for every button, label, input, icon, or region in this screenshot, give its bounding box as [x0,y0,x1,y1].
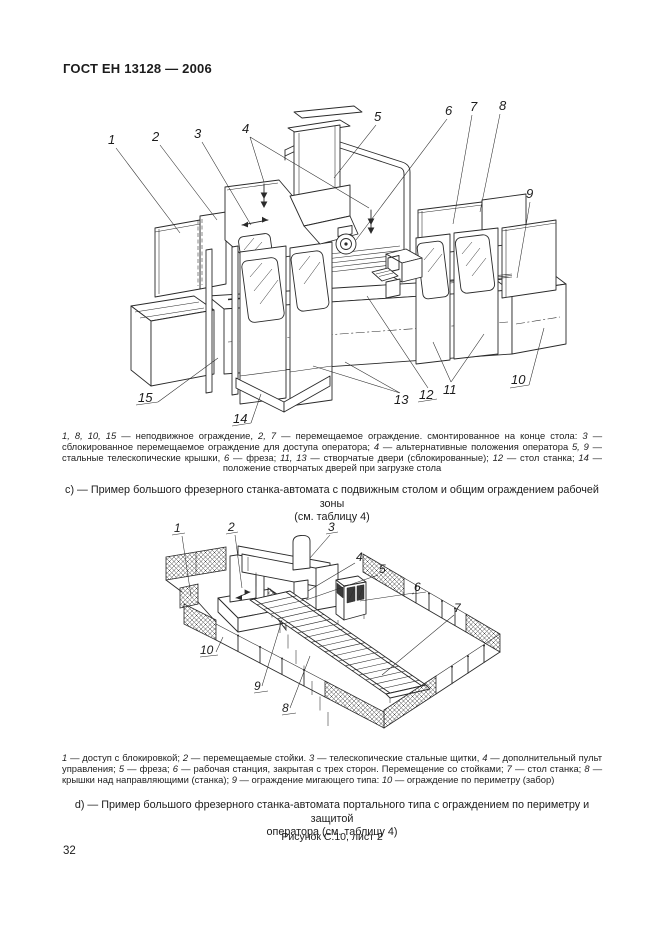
callout-d-6: 6 [414,580,421,594]
callout-labels: 1 2 3 4 5 6 7 8 9 10 [174,520,462,715]
figure-c-legend: 1, 8, 10, 15 — неподвижное ограждение, 2… [62,430,603,474]
page-number: 32 [63,845,76,857]
callout-d-7: 7 [454,601,462,615]
callout-c-15: 15 [138,390,153,405]
figure-d-caption-line2: оператора (см. таблицу 4) [266,826,398,838]
operator-console [371,248,423,299]
callout-d-1: 1 [174,521,181,535]
callout-c-7: 7 [470,99,478,114]
callout-c-5: 5 [374,109,382,124]
callout-c-14: 14 [233,411,247,426]
callout-c-9: 9 [526,186,533,201]
movable-column-right [315,563,339,611]
guard-sheets [205,245,239,396]
callout-d-2: 2 [227,520,235,534]
document-title: ГОСТ ЕН 13128 — 2006 [63,61,212,76]
callout-leaders [115,113,545,427]
figure-c-caption: c) — Пример большого фрезерного станка-а… [62,484,602,525]
callout-d-8: 8 [282,701,289,715]
callout-c-11: 11 [443,382,457,397]
figure-d-diagram: 1 2 3 4 5 6 7 8 9 10 [165,520,501,729]
callout-c-10: 10 [511,372,526,387]
callout-labels: 1 2 3 4 5 6 7 8 9 10 11 12 13 14 15 [108,98,533,426]
callout-c-13: 13 [394,392,409,407]
figure-c-caption-line1: c) — Пример большого фрезерного станка-а… [65,484,599,510]
figure-d-legend: 1 — доступ с блокировкой; 2 — перемещаем… [62,752,603,785]
left-end-enclosure [130,295,215,387]
monitor-screen-icon [387,255,400,273]
callout-c-8: 8 [499,98,507,113]
fixed-guard-left [154,211,227,298]
hinged-doors-centre [239,241,333,407]
open-doors-loading [235,375,331,413]
perimeter-fence-back [165,546,501,653]
movement-arrows [241,183,375,234]
hinged-doors-right [415,227,499,365]
figure-c-diagram: 1 2 3 4 5 6 7 8 9 10 11 12 13 14 15 [108,98,567,427]
keyboard-icon [371,267,399,282]
callout-c-1: 1 [108,132,115,147]
callout-c-6: 6 [445,103,453,118]
interlocked-gate-icon [179,583,199,609]
booth-window-icon [336,582,344,599]
gantry-structure [284,105,411,257]
callout-d-10: 10 [200,643,214,657]
callout-d-3: 3 [328,520,335,534]
callout-d-5: 5 [379,562,386,576]
figure-d-caption-line1: d) — Пример большого фрезерного станка-а… [74,799,590,825]
figure-number-label: Рисунок С.10, лист 2 [281,831,383,843]
right-clear-guard [501,219,557,299]
figure-d-caption: d) — Пример большого фрезерного станка-а… [62,799,602,840]
callout-c-2: 2 [151,129,160,144]
spindle-head [289,184,359,255]
figure-c-caption-line2: (см. таблицу 4) [294,511,370,523]
callout-c-4: 4 [242,121,249,136]
ram-housing [292,535,311,571]
perimeter-fence-front [183,603,501,729]
callout-leaders [171,531,455,716]
callout-c-3: 3 [194,126,202,141]
callout-d-4: 4 [356,550,363,564]
callout-c-12: 12 [419,387,434,402]
callout-d-9: 9 [254,679,261,693]
